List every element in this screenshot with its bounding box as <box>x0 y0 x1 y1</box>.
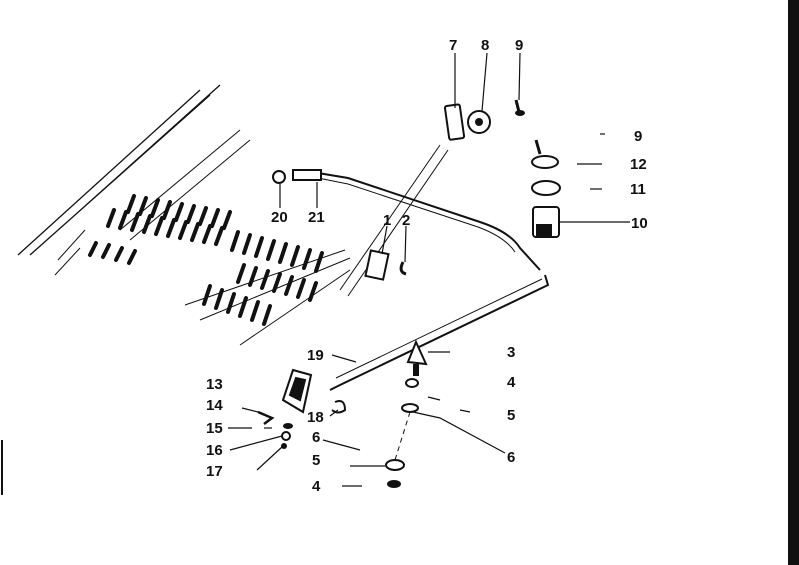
part-axis-line <box>394 411 411 461</box>
callout-14: 14 <box>206 397 223 414</box>
callout-5-right: 5 <box>507 407 515 424</box>
callout-2: 2 <box>402 212 410 229</box>
part-nut-4-upper <box>405 378 419 388</box>
part-lock-10 <box>532 206 560 238</box>
callout-20: 20 <box>271 209 288 226</box>
callout-6-right: 6 <box>507 449 515 466</box>
callout-labels: 7 8 9 9 12 11 10 20 21 1 2 19 3 4 5 6 13… <box>206 37 648 495</box>
part-pin-3-shaft <box>413 364 419 376</box>
callout-5-left: 5 <box>312 452 320 469</box>
part-bracket-1 <box>364 249 390 281</box>
callout-8: 8 <box>481 37 489 54</box>
leader-lines <box>228 52 630 487</box>
callout-3: 3 <box>507 344 515 361</box>
callout-11: 11 <box>630 181 646 198</box>
page-edge-bar <box>788 0 799 565</box>
callout-13: 13 <box>206 376 223 393</box>
part-screw-17 <box>281 443 287 449</box>
part-plate-7 <box>443 103 466 141</box>
callout-21: 21 <box>308 209 325 226</box>
callout-1: 1 <box>383 212 391 229</box>
callout-15: 15 <box>206 420 223 437</box>
callout-9-top: 9 <box>515 37 523 54</box>
part-plate-11 <box>531 180 561 196</box>
callout-19: 19 <box>307 347 324 364</box>
part-nut-16 <box>281 431 291 441</box>
release-cable <box>317 172 550 391</box>
part-hook-2 <box>399 261 407 276</box>
cable-sleeve-21 <box>292 169 322 181</box>
callout-6-left: 6 <box>312 429 320 446</box>
callout-4-left: 4 <box>312 478 321 495</box>
part-washer-12 <box>531 155 559 169</box>
part-nut-4-lower <box>387 480 401 488</box>
part-grommet-8-centre <box>475 118 483 126</box>
part-pin-3 <box>406 339 428 366</box>
callout-10: 10 <box>631 215 648 232</box>
part-handle-13 <box>281 368 313 414</box>
callout-17: 17 <box>206 463 223 480</box>
callout-7: 7 <box>449 37 457 54</box>
callout-9-right: 9 <box>634 128 642 145</box>
callout-12: 12 <box>630 156 647 173</box>
callout-16: 16 <box>206 442 223 459</box>
callout-18: 18 <box>307 409 324 426</box>
part-screw-9-head <box>515 110 525 116</box>
part-clip-14 <box>257 410 275 425</box>
part-washer-15 <box>283 423 293 429</box>
part-washer-5-upper <box>401 403 419 413</box>
part-clip-18 <box>331 400 347 414</box>
part-washer-5-lower <box>385 459 405 471</box>
part-screw-9-right <box>534 139 542 155</box>
part-screw-9-top <box>514 99 521 113</box>
callout-4-right: 4 <box>507 374 516 391</box>
hood-louvres <box>88 194 324 326</box>
hood-panel <box>17 84 449 346</box>
cable-end-20 <box>272 170 286 184</box>
